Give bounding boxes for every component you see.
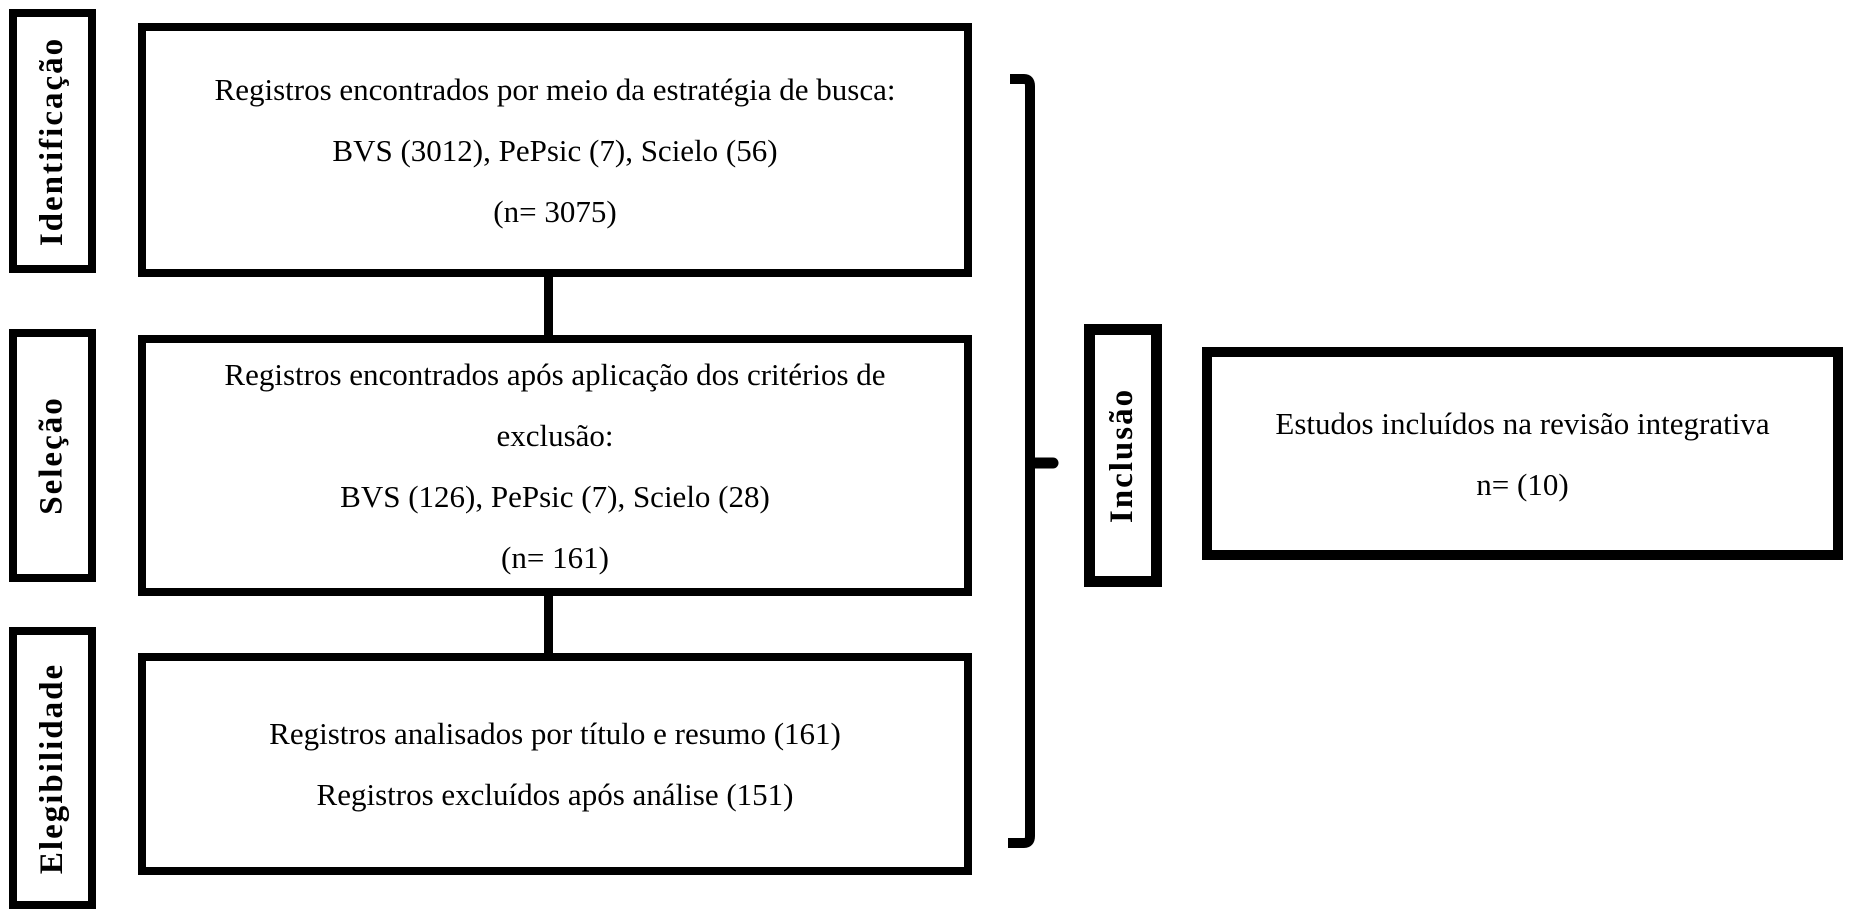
stage-label-identification: Identificação [34, 36, 70, 246]
box-eligibility-records: Registros analisados por título e resumo… [138, 653, 972, 875]
box-selection-line-1: Registros encontrados após aplicação dos… [224, 356, 886, 392]
stage-label-selection: Seleção [34, 396, 70, 515]
box-selection-line-4: (n= 161) [501, 539, 609, 575]
box-eligibility-line-2: Registros excluídos após análise (151) [316, 777, 794, 812]
box-identification-records: Registros encontrados por meio da estrat… [138, 23, 972, 277]
box-selection-line-3: BVS (126), PePsic (7), Scielo (28) [340, 478, 770, 514]
stage-label-inclusion: Inclusão [1104, 387, 1141, 524]
connector-identification-to-selection [544, 272, 553, 340]
box-included-studies: Estudos incluídos na revisão integrativa… [1202, 347, 1843, 560]
stage-box-identification: Identificação [9, 9, 96, 273]
box-identification-line-2: BVS (3012), PePsic (7), Scielo (56) [332, 132, 778, 168]
box-selection-line-2: exclusão: [496, 417, 614, 453]
box-included-line-1: Estudos incluídos na revisão integrativa [1275, 405, 1770, 441]
box-included-line-2: n= (10) [1476, 466, 1569, 502]
box-selection-records: Registros encontrados após aplicação dos… [138, 335, 972, 596]
stage-box-selection: Seleção [9, 329, 96, 582]
stage-box-inclusion: Inclusão [1084, 324, 1162, 587]
stage-label-eligibility: Elegibilidade [34, 662, 70, 874]
connector-selection-to-eligibility [544, 591, 553, 658]
stage-box-eligibility: Elegibilidade [9, 627, 96, 909]
box-identification-line-1: Registros encontrados por meio da estrat… [214, 71, 896, 107]
box-eligibility-line-1: Registros analisados por título e resumo… [269, 716, 841, 751]
box-identification-line-3: (n= 3075) [493, 193, 617, 229]
curly-brace [1008, 74, 1059, 848]
